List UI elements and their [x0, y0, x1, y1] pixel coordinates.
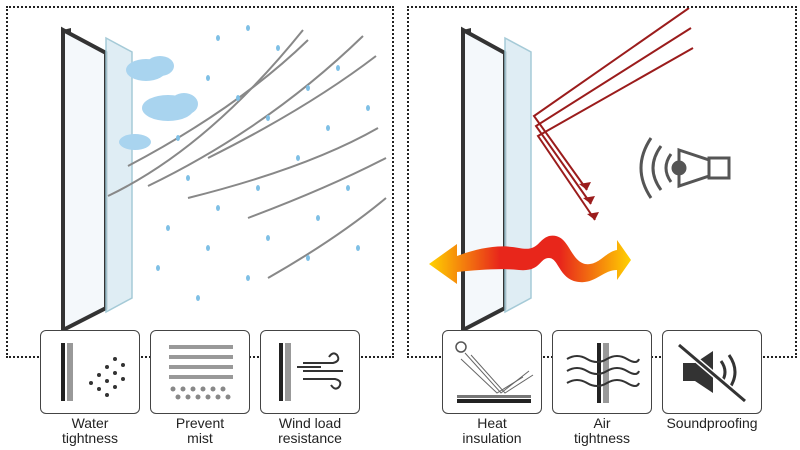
feature-card-soundproofing [662, 330, 762, 414]
feature-label-wind-load-resistance: Wind load resistance [278, 415, 342, 446]
wind-icon [279, 343, 343, 401]
sun-reflection-icon [455, 341, 534, 403]
feature-label-water-tightness: Water tightness [61, 415, 119, 446]
feature-card-air-tightness [552, 330, 652, 414]
feature-card-heat-insulation [442, 330, 542, 414]
feature-label-prevent-mist: Prevent mist [175, 415, 225, 446]
window-pane [61, 26, 108, 334]
weather-panel [6, 6, 394, 358]
feature-card-prevent-mist [150, 330, 250, 414]
wind-streaks [107, 29, 387, 279]
water-drops-icon [61, 343, 125, 401]
glass-panel [105, 36, 133, 314]
air-flow-icon [566, 343, 640, 403]
mist-icon [169, 345, 233, 400]
feature-label-air-tightness: Air tightness [573, 415, 631, 446]
feature-label-soundproofing: Soundproofing [666, 415, 758, 431]
mute-speaker-icon [677, 342, 747, 404]
window-pane [461, 26, 507, 334]
heat-wave-arrow [429, 235, 631, 284]
thermal-acoustic-panel [407, 6, 797, 358]
thermal-scene [429, 8, 731, 334]
sun-rays [532, 8, 694, 221]
ray-arrowheads [579, 182, 599, 220]
weather-scene [61, 25, 387, 334]
feature-card-water-tightness [40, 330, 140, 414]
rain-drops [156, 25, 370, 301]
feature-card-wind-load-resistance [260, 330, 360, 414]
cloud-icon [119, 56, 198, 150]
glass-panel [504, 36, 532, 314]
speaker-icon [639, 137, 731, 199]
feature-label-heat-insulation: Heat insulation [462, 415, 522, 446]
